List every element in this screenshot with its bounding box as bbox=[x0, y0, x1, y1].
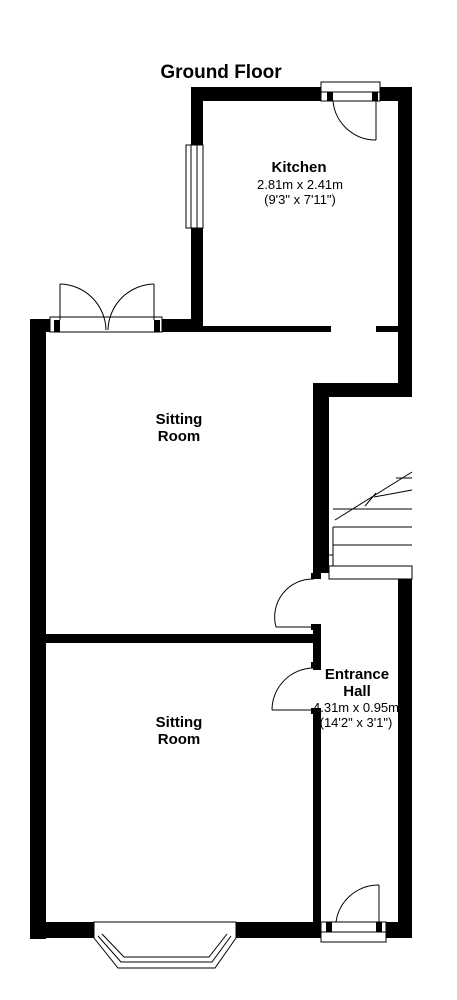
kitchen-dimensions-metric: 2.81m x 2.41m bbox=[257, 177, 343, 192]
front-sitting-room-name-line2: Room bbox=[158, 731, 201, 748]
entrance-hall-name-line2: Hall bbox=[343, 683, 371, 700]
door-hall-to-front-sitting bbox=[271, 662, 321, 714]
kitchen-name: Kitchen bbox=[271, 159, 326, 176]
rear-sitting-room-name-line1: Sitting bbox=[156, 411, 203, 428]
rear-sitting-room-name-line2: Room bbox=[158, 428, 201, 445]
front-door bbox=[320, 884, 387, 943]
entrance-hall-dimensions-imperial: (14'2" x 3'1") bbox=[320, 715, 393, 730]
kitchen-dimensions-imperial: (9'3" x 7'11") bbox=[264, 192, 336, 207]
entrance-hall-name-line1: Entrance bbox=[325, 666, 389, 683]
door-hall-to-rear-sitting bbox=[274, 573, 321, 630]
bay-window bbox=[93, 921, 237, 969]
floor-title: Ground Floor bbox=[160, 62, 282, 83]
kitchen-door bbox=[320, 81, 381, 141]
kitchen-window bbox=[185, 144, 204, 229]
entrance-hall-dimensions-metric: 4.31m x 0.95m bbox=[313, 700, 399, 715]
kitchen-walls bbox=[162, 87, 412, 397]
staircase bbox=[328, 471, 413, 580]
front-sitting-room-name-line1: Sitting bbox=[156, 714, 203, 731]
french-doors bbox=[49, 283, 163, 333]
main-walls bbox=[30, 319, 412, 939]
